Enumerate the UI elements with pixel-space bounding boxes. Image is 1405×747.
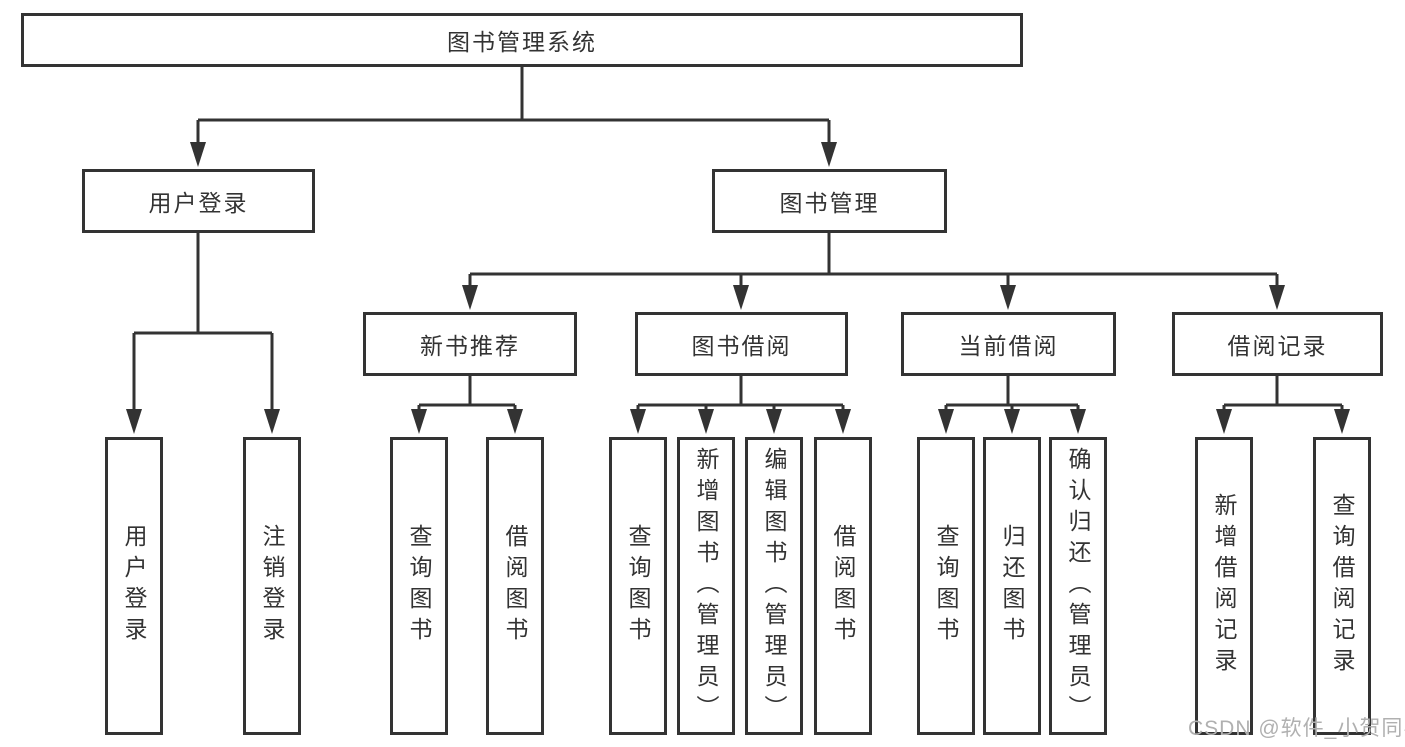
- node-book-borrow: 图书借阅: [635, 312, 848, 376]
- node-root-library-system: 图书管理系统: [21, 13, 1023, 67]
- leaf-borrow-query-books: 查询图书: [609, 437, 667, 735]
- node-new-book-recommend: 新书推荐: [363, 312, 577, 376]
- leaf-current-return-books: 归还图书: [983, 437, 1041, 735]
- leaf-borrow-add-books-admin: 新增图书（管理员）: [677, 437, 735, 735]
- leaf-logout: 注销登录: [243, 437, 301, 735]
- leaf-current-confirm-return-admin: 确认归还（管理员）: [1049, 437, 1107, 735]
- leaf-records-add-record: 新增借阅记录: [1195, 437, 1253, 735]
- leaf-recommend-query-books: 查询图书: [390, 437, 448, 735]
- csdn-watermark: CSDN @软件_小贺同学: [1188, 717, 1405, 740]
- leaf-user-login: 用户登录: [105, 437, 163, 735]
- leaf-recommend-borrow-books: 借阅图书: [486, 437, 544, 735]
- leaf-current-query-books: 查询图书: [917, 437, 975, 735]
- leaf-borrow-edit-books-admin: 编辑图书（管理员）: [745, 437, 803, 735]
- node-user-login: 用户登录: [82, 169, 315, 233]
- node-borrow-records: 借阅记录: [1172, 312, 1383, 376]
- leaf-borrow-borrow-books: 借阅图书: [814, 437, 872, 735]
- leaf-records-query-record: 查询借阅记录: [1313, 437, 1371, 735]
- node-book-management: 图书管理: [712, 169, 947, 233]
- node-current-borrow: 当前借阅: [901, 312, 1116, 376]
